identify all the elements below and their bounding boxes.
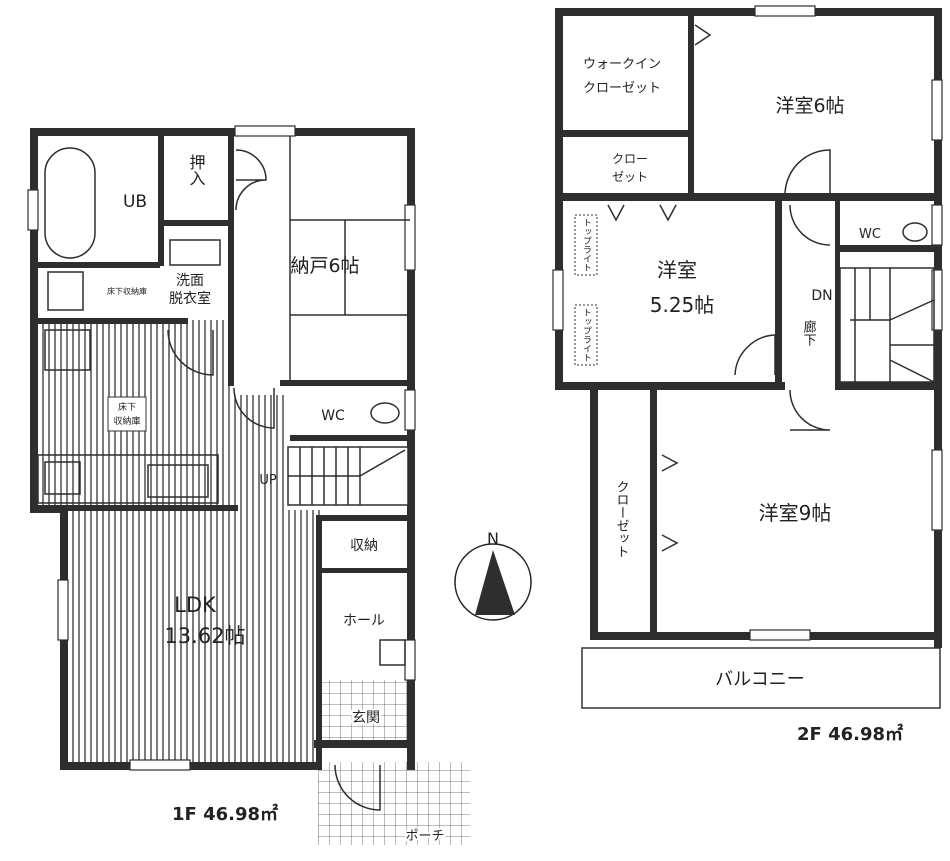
room-label-western-525-2: 5.25帖 xyxy=(650,293,715,317)
stairs-down-label: DN xyxy=(811,288,832,304)
room-label-ldk-2: 13.62帖 xyxy=(164,624,245,648)
corridor-floor xyxy=(232,395,287,510)
room-label-closet: 押入 xyxy=(187,154,206,186)
top-light-label-2: トップライト xyxy=(581,308,592,362)
room-label-wic-1: ウォークイン xyxy=(583,57,661,72)
underfloor-storage-kitchen-2: 収納庫 xyxy=(113,415,140,427)
room-label-balcony: バルコニー xyxy=(715,669,805,690)
floor-2-area: 2F 46.98㎡ xyxy=(797,723,903,745)
washing-machine-icon xyxy=(47,271,84,311)
floor-1: UB 押入 納戸6帖 洗面 脱衣室 床下収納庫 床下 収納庫 WC UP LDK… xyxy=(27,125,470,846)
top-light-label-1: トップライト xyxy=(581,218,592,272)
room-label-hall: ホール xyxy=(343,613,385,629)
balcony xyxy=(581,647,941,709)
fridge-icon xyxy=(44,329,91,371)
closet-door-icon xyxy=(235,149,267,211)
room-label-storage-room: 納戸6帖 xyxy=(290,255,359,277)
room-label-corridor: 廊下 xyxy=(801,319,817,346)
room-label-ldk-1: LDK xyxy=(174,593,217,617)
room-label-wic-2: クローゼット xyxy=(583,81,661,96)
toilet-icon-2f xyxy=(902,222,928,242)
stairs-up-label: UP xyxy=(259,473,277,488)
room-label-western-525-1: 洋室 xyxy=(657,258,697,282)
room6-door-icon xyxy=(784,149,831,196)
room-label-western-9: 洋室9帖 xyxy=(759,501,832,525)
compass-north-label: N xyxy=(487,529,499,548)
floor-2: トップライト トップライト ウォークイン クローゼット 洋室6帖 クロー ゼット… xyxy=(552,5,943,745)
shoe-cabinet xyxy=(379,639,406,666)
room-label-closet-1: クロー xyxy=(612,152,648,166)
room525-door-icon xyxy=(734,334,776,376)
kitchen-counter xyxy=(37,454,219,504)
underfloor-storage-wash: 床下収納庫 xyxy=(107,286,147,296)
entrance-floor xyxy=(322,680,410,740)
wic-door-icon xyxy=(694,24,712,46)
underfloor-storage-kitchen-1: 床下 xyxy=(118,401,136,413)
room-label-closet-2: ゼット xyxy=(612,170,648,184)
room-label-porch: ポーチ xyxy=(405,829,444,844)
washbasin-icon xyxy=(169,239,221,266)
washroom-door-icon xyxy=(167,329,214,376)
room-label-bath: UB xyxy=(123,192,147,212)
stairs-2f xyxy=(839,267,935,383)
floor-1-area: 1F 46.98㎡ xyxy=(172,803,278,825)
ldk-floor xyxy=(68,510,320,762)
storage-door-icon xyxy=(233,387,275,429)
room-label-washroom-2: 脱衣室 xyxy=(169,290,211,307)
porch-floor xyxy=(318,762,470,845)
room-label-entrance: 玄関 xyxy=(352,709,380,726)
north-compass-icon: N xyxy=(454,529,532,621)
room-label-washroom-1: 洗面 xyxy=(176,273,204,289)
room-label-wc-2f: WC xyxy=(859,227,881,242)
stove-icon xyxy=(44,461,81,495)
room-label-closet-vertical: クローゼット xyxy=(614,480,630,558)
room9-door-icon xyxy=(789,389,831,431)
wc-door-icon xyxy=(789,204,831,246)
sink-icon xyxy=(147,464,209,498)
room-label-storage: 収納 xyxy=(350,538,378,554)
room-label-western-6: 洋室6帖 xyxy=(775,95,844,117)
entrance-door-icon xyxy=(334,764,381,811)
toilet-icon xyxy=(370,402,400,424)
bathtub-icon xyxy=(44,147,96,259)
room-label-wc-1f: WC xyxy=(321,408,345,424)
